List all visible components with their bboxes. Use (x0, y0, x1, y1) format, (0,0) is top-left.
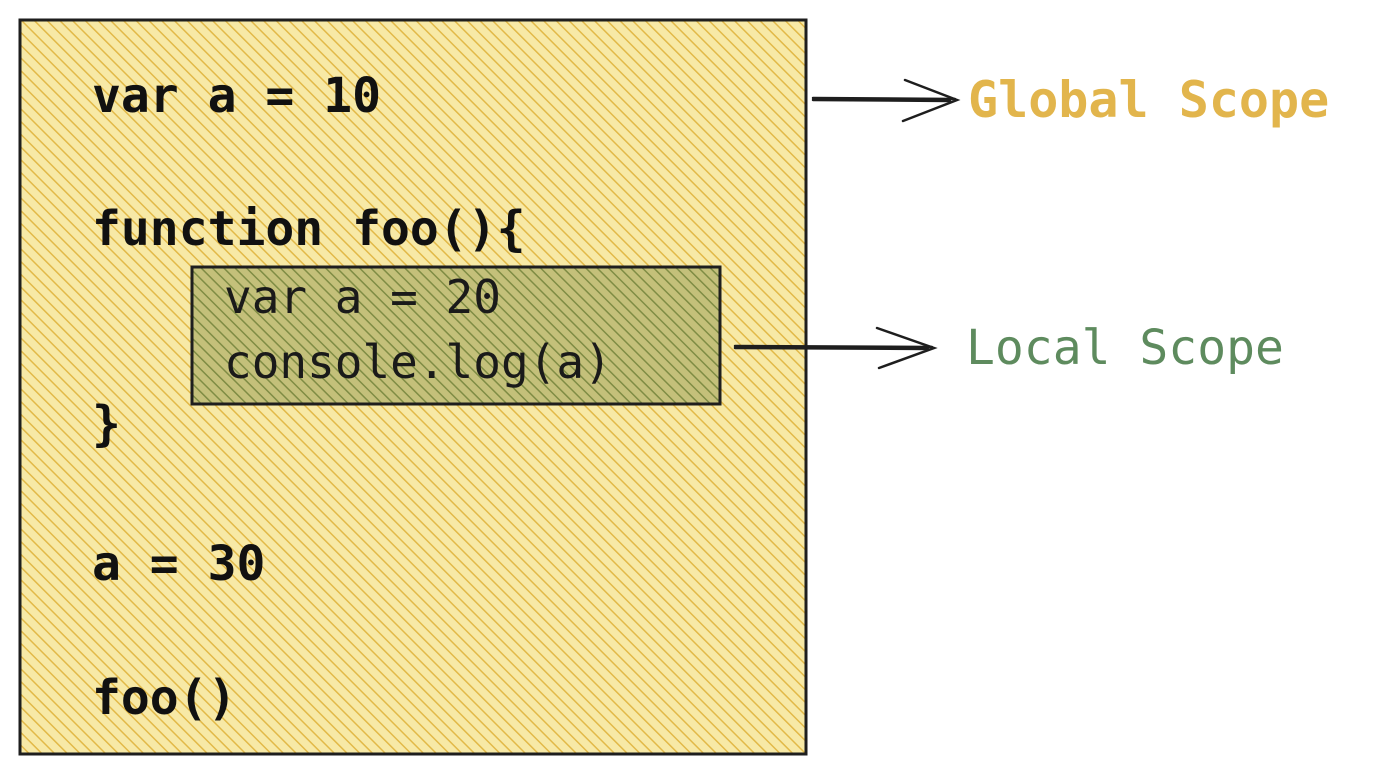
arrow-right-icon (733, 326, 938, 370)
local-scope-label: Local Scope (966, 320, 1284, 376)
code-line-function-foo: function foo(){ (92, 201, 525, 257)
code-line-foo-call: foo() (92, 670, 237, 726)
global-scope-label: Global Scope (968, 71, 1329, 129)
code-line-a-30: a = 30 (92, 536, 265, 592)
code-line-var-a-20: var a = 20 (224, 270, 501, 324)
code-line-console-log: console.log(a) (224, 335, 612, 389)
code-line-var-a-10: var a = 10 (92, 68, 381, 124)
arrow-right-icon (811, 78, 961, 123)
code-line-closing-brace: } (92, 396, 121, 452)
local-scope-box (190, 265, 722, 406)
